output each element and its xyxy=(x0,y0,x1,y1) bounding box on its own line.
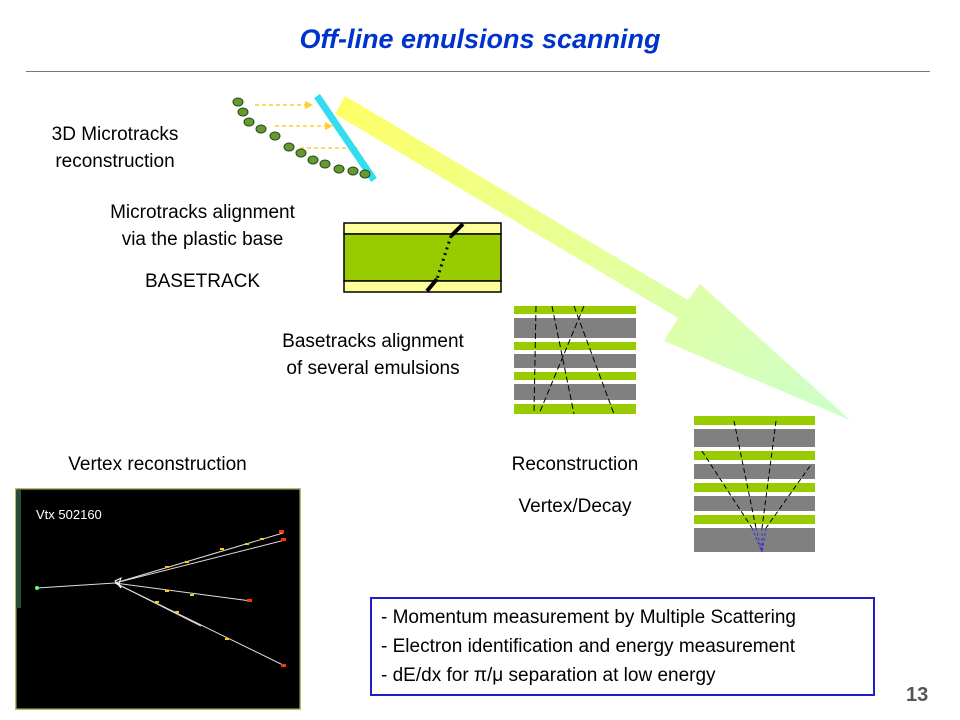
alignment-label-line2: via the plastic base xyxy=(121,229,284,250)
features-box: - Momentum measurement by Multiple Scatt… xyxy=(370,597,875,696)
basetrack-diagram xyxy=(343,222,502,293)
basetrack-label: BASETRACK xyxy=(144,271,261,292)
emulsion-stack-diagram xyxy=(514,306,636,414)
vertex-display-panel xyxy=(15,488,301,710)
vertex-reconstruction-label: Vertex reconstruction xyxy=(68,454,247,475)
page-number: 13 xyxy=(906,684,929,706)
title-divider xyxy=(26,71,930,72)
slide-title: Off-line emulsions scanning xyxy=(299,24,661,54)
vertex-decay-label: Vertex/Decay xyxy=(518,496,632,517)
bullet-item: - Momentum measurement by Multiple Scatt… xyxy=(381,607,796,628)
reconstruction-label: Reconstruction xyxy=(511,454,639,475)
alignment-label-line1: Microtracks alignment xyxy=(110,202,295,223)
microtracks-label-line2: reconstruction xyxy=(55,151,175,172)
alignment-label: Microtracks alignment via the plastic ba… xyxy=(80,199,325,253)
microtracks-label: 3D Microtracks reconstruction xyxy=(30,121,200,175)
vertex-stack-diagram xyxy=(694,416,815,552)
bullet-item: - Electron identification and energy mea… xyxy=(381,636,796,657)
bullet-item: - dE/dx for π/μ separation at low energy xyxy=(381,665,716,686)
microtracks-label-line1: 3D Microtracks xyxy=(51,124,179,145)
basetracks-alignment-label: Basetracks alignment of several emulsion… xyxy=(248,328,498,382)
basetracks-alignment-line2: of several emulsions xyxy=(286,358,460,379)
microtracks-diagram xyxy=(232,94,377,182)
vertex-id-label: Vtx 502160 xyxy=(36,507,102,522)
basetracks-alignment-line1: Basetracks alignment xyxy=(282,331,464,352)
